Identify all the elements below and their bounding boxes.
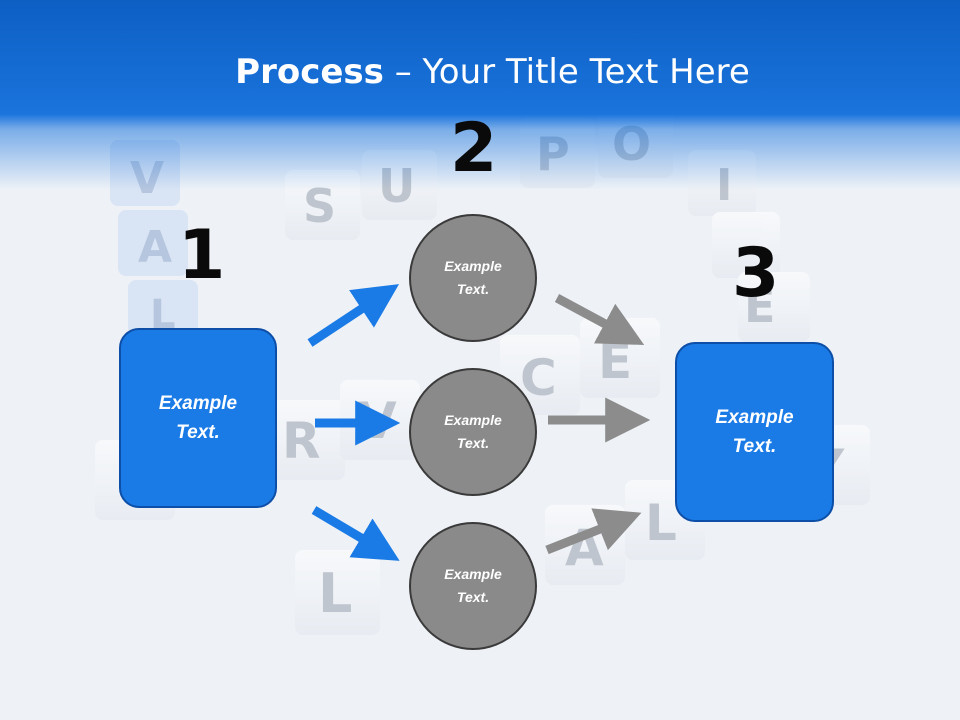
svg-text:L: L [318,562,352,625]
circle-center-line2: Text. [456,435,490,451]
arrow-down-right [311,506,400,561]
title-rest: Your Title Text Here [422,52,750,92]
svg-text:L: L [645,494,677,552]
left-box-line2: Text. [176,422,220,443]
title-bold: Process [235,52,384,92]
step-number-3: 3 [732,234,780,313]
right-step-box: Example Text. [675,342,834,522]
svg-text:E: E [744,279,775,333]
right-box-line1: Example [715,407,794,428]
arrow-up-right [307,284,400,347]
step-number-2: 2 [450,109,498,188]
right-box-line2: Text. [732,436,777,457]
arrow-gray-up-right [545,508,642,555]
middle-circle-center: Example Text. [409,368,537,496]
circle-top-line1: Example [444,258,502,274]
title-banner [0,0,960,190]
middle-circle-top: Example Text. [409,214,537,342]
middle-circle-bottom: Example Text. [409,522,537,650]
svg-text:R: R [282,412,321,470]
circle-center-line1: Example [444,412,502,428]
circle-bottom-line2: Text. [456,589,490,605]
left-step-box: Example Text. [119,328,277,508]
circle-bottom-line1: Example [444,566,502,582]
svg-text:A: A [138,222,172,273]
left-box-line1: Example [158,393,238,414]
title-dash: – [383,52,423,92]
step-number-1: 1 [178,216,226,295]
slide-title: Process – Your Title Text Here [0,52,960,92]
circle-top-line2: Text. [456,281,490,297]
arrow-gray-down-right [554,294,645,345]
